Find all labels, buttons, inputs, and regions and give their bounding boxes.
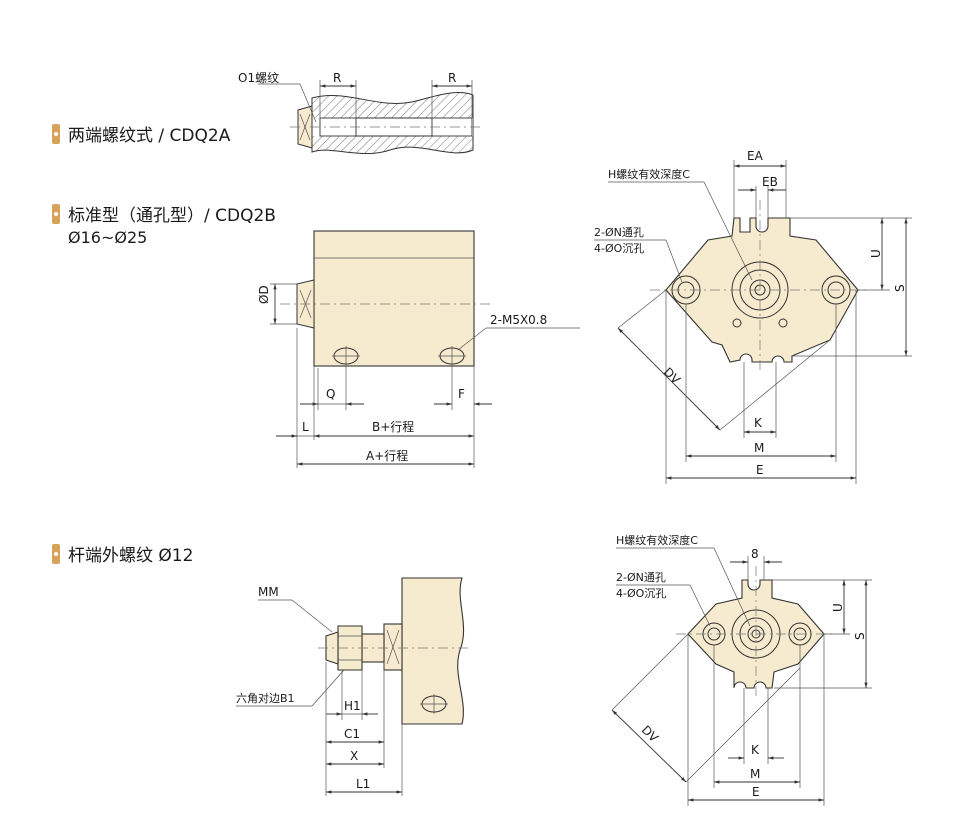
n-through-label-top: 2-ØN通孔	[594, 226, 644, 239]
o1-thread-label: O1螺纹	[238, 71, 279, 85]
section-rod-end-male: 杆端外螺纹 Ø12	[52, 541, 193, 566]
cdq2b-side-view	[270, 230, 580, 468]
eight-label: 8	[751, 547, 759, 561]
m-label-bottom: M	[750, 767, 760, 781]
ea-label: EA	[747, 149, 764, 163]
phi-d-label: ØD	[257, 285, 271, 304]
bullet-icon	[52, 123, 60, 144]
e-label-bottom: E	[752, 785, 760, 799]
c1-label: C1	[344, 727, 360, 741]
h-thread-label-top: H螺纹有效深度C	[608, 167, 690, 181]
x-label: X	[350, 749, 358, 763]
bore-range-label: Ø16~Ø25	[68, 228, 148, 247]
bullet-icon	[52, 203, 60, 224]
cdq2a-section-view	[258, 80, 482, 155]
dv-label-top: DV	[661, 365, 684, 388]
s-label-top: S	[893, 284, 907, 292]
o-counter-label-bottom: 4-ØO沉孔	[616, 587, 666, 600]
r-dim-left: R	[333, 71, 341, 85]
end-view-top	[594, 160, 912, 484]
bullet-icon	[52, 543, 60, 564]
k-label-bottom: K	[751, 743, 760, 757]
section-title: 标准型（通孔型）/ CDQ2B	[68, 206, 276, 226]
end-view-bottom	[611, 547, 872, 806]
l1-label: L1	[356, 777, 370, 791]
l-label: L	[302, 420, 309, 434]
rod-end-side-view	[236, 577, 470, 796]
m-label-top: M	[754, 441, 764, 455]
m5-label: 2-M5X0.8	[490, 313, 547, 327]
mm-label: MM	[258, 585, 279, 599]
n-through-label-bottom: 2-ØN通孔	[616, 571, 666, 584]
s-label-bottom: S	[853, 632, 867, 640]
dv-label-bottom: DV	[639, 723, 662, 746]
o-counter-label-top: 4-ØO沉孔	[594, 242, 644, 255]
a-stroke-label: A+行程	[366, 448, 408, 463]
k-label-top: K	[754, 416, 763, 430]
u-label-top: U	[869, 249, 883, 258]
f-label: F	[458, 387, 465, 401]
eb-label: EB	[762, 175, 778, 189]
r-dim-right: R	[448, 71, 456, 85]
q-label: Q	[326, 387, 335, 401]
h1-label: H1	[344, 699, 361, 713]
section-title: 杆端外螺纹 Ø12	[68, 546, 194, 566]
h-thread-label-bottom: H螺纹有效深度C	[616, 533, 698, 547]
b-stroke-label: B+行程	[372, 419, 414, 434]
section-both-ends-thread: 两端螺纹式 / CDQ2A	[52, 121, 230, 146]
hex-b1-label: 六角对边B1	[236, 691, 295, 705]
section-title: 两端螺纹式 / CDQ2A	[68, 126, 231, 146]
e-label-top: E	[756, 463, 764, 477]
section-standard-type: 标准型（通孔型）/ CDQ2B	[52, 201, 276, 226]
u-label-bottom: U	[831, 603, 845, 612]
